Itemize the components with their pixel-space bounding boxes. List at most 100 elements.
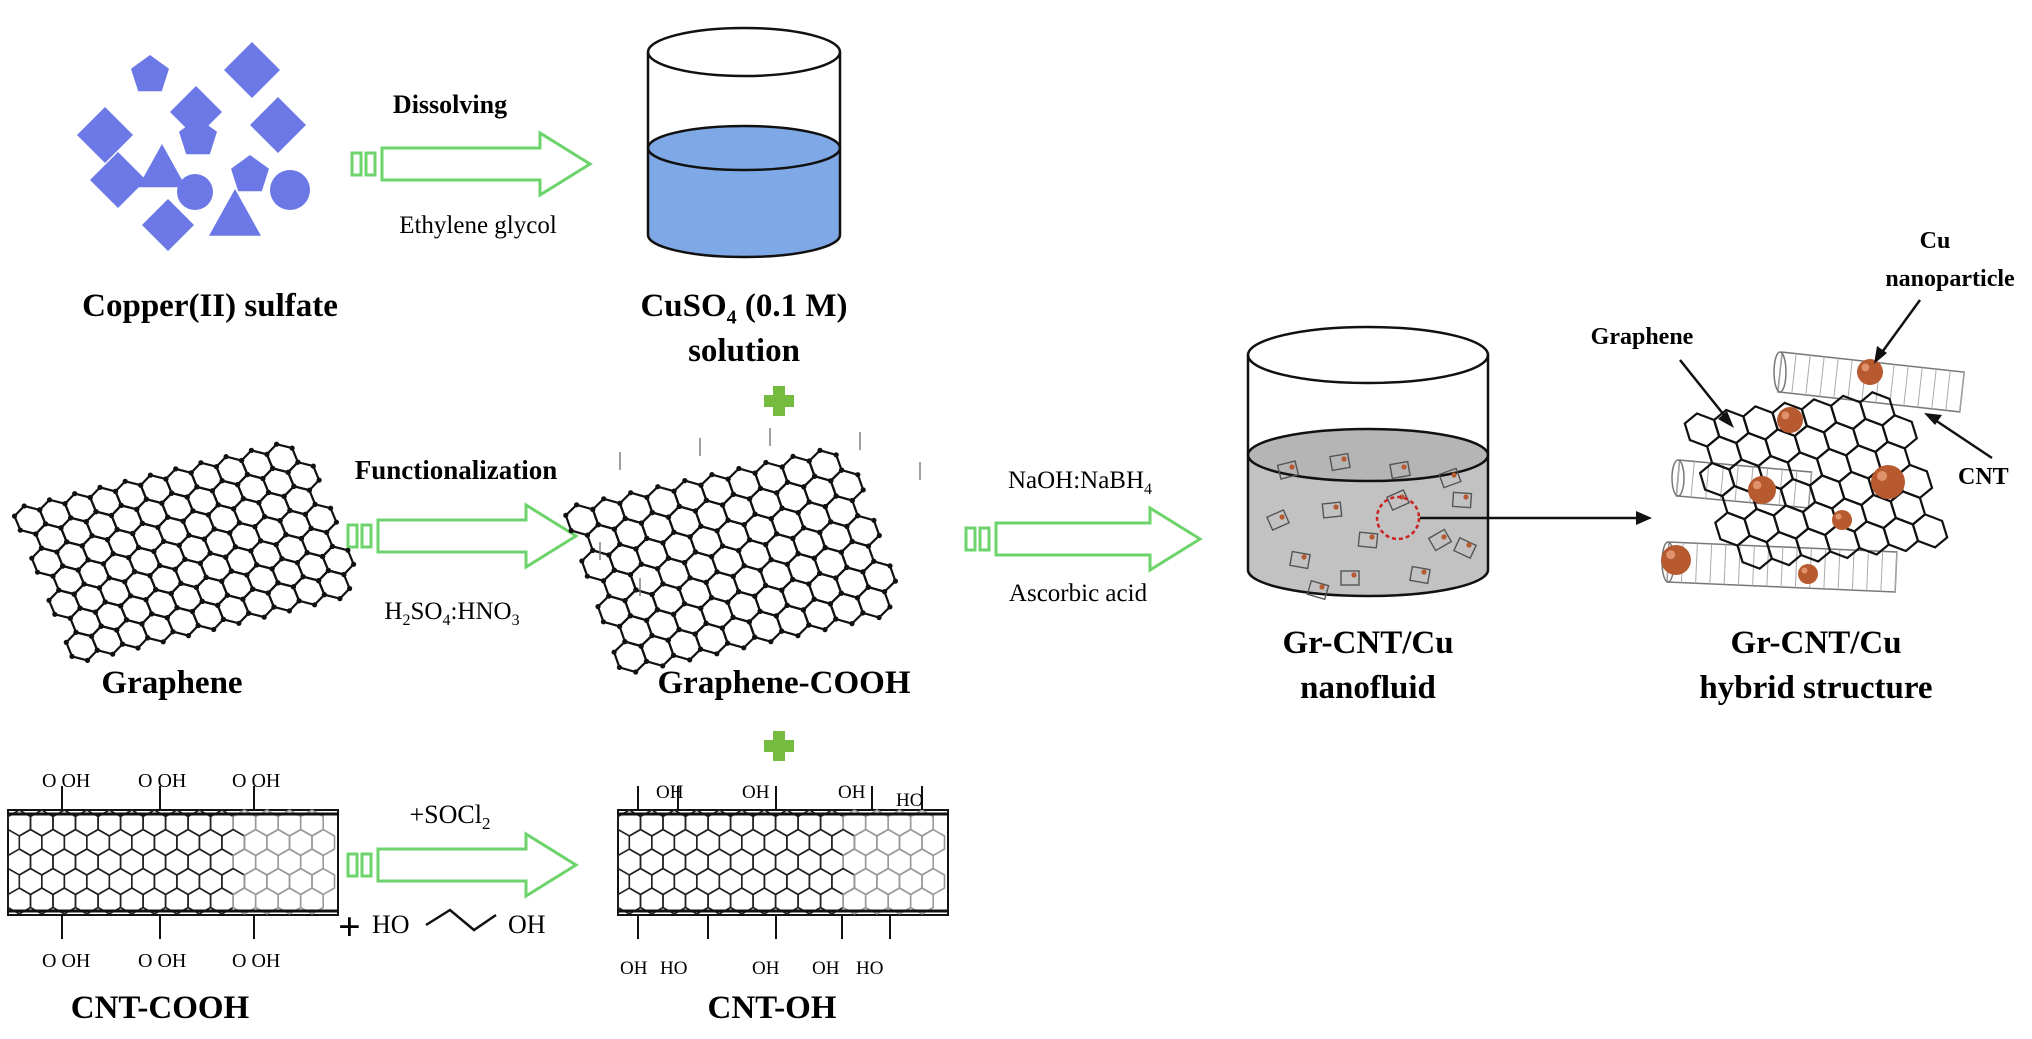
hybrid-cnt-line [1807,472,1813,508]
nanofluid-particle [1409,565,1431,585]
carbon-atom [730,614,736,621]
carbon-atom [660,581,666,587]
graphene-callout-label: Graphene [1590,324,1694,350]
crystal-diamond [142,199,194,251]
carbon-atom [81,581,87,587]
hybrid-cnt-line [1734,465,1739,502]
carbon-atom [627,613,634,619]
carbon-atom [725,517,731,523]
carbon-atom [563,512,569,519]
carbon-atom [595,604,601,610]
carbon-atom [795,551,801,557]
carbon-atom [213,464,219,470]
cu-nanoparticle [1857,359,1883,385]
carbon-atom [757,608,763,614]
carbon-atom [304,550,310,556]
nanofluid-cu-dot [1289,464,1295,470]
carbon-atom [687,534,693,540]
carbon-atom [252,524,258,530]
carbon-atom [93,509,99,515]
functionalization-label: Functionalization [354,455,558,485]
carbon-atom [308,525,314,532]
cu-highlight [1801,567,1808,574]
carbon-atom [231,506,237,512]
carbon-atom [698,646,704,652]
carbon-atom [860,487,866,493]
carbon-atom [174,605,180,611]
carbon-atom [127,593,134,599]
carbon-atom [110,651,116,657]
hybrid-cnt-line [1866,550,1869,591]
carbon-atom [709,554,715,560]
carbon-atom [655,484,661,490]
cnt-callout-arrow [1931,416,1993,460]
carbon-atom [139,621,145,627]
carbon-atom [236,620,242,626]
carbon-atom [256,500,262,506]
carbon-atom [77,605,83,611]
carbon-atom [321,592,327,598]
carbon-atom [185,633,192,639]
carbon-atom [316,477,322,483]
carbon-atom [811,555,817,561]
hybrid-cnt-line [1793,470,1798,507]
hybrid-cnt-line [1709,543,1713,584]
carbon-atom [649,632,655,639]
carbon-atom [779,505,785,511]
carbon-atom [114,526,120,533]
nanofluid-particle [1427,528,1453,552]
carbon-atom [600,578,607,584]
nanofluid-particle [1452,536,1478,560]
cnt-cooh-tube [7,786,339,939]
crystal-pentagon [131,55,169,92]
carbon-atom [703,579,709,586]
carbon-atom [97,484,103,490]
carbon-atom [779,587,785,593]
carbon-atom [692,549,699,555]
carbon-atom [211,626,217,633]
oh-group-label: OH [742,782,770,803]
carbon-atom [757,567,763,573]
carbon-atom [84,657,91,664]
nanofluid-particle [1289,550,1311,570]
carbon-atom [104,537,111,543]
carbon-atom [671,529,677,535]
carbon-atom [89,533,95,539]
carbon-atom [698,605,704,611]
nanofluid-cu-dot [1279,514,1285,520]
carbon-atom [844,564,850,571]
carbon-atom [773,613,780,619]
carbon-atom [611,649,617,655]
graphene-callout-head [1718,411,1734,428]
carbon-atom [220,616,226,623]
hybrid-cnt-end [1773,351,1787,393]
ho-group-label: HO [856,958,884,979]
carbon-atom [207,550,213,556]
nanofluid-particle [1306,579,1330,601]
nanofluid-cu-dot [1421,569,1427,575]
cnt-callout-label: CNT [1958,464,2009,490]
carbon-atom [828,478,834,484]
carbon-atom [180,518,186,524]
carbon-atom [860,610,866,616]
carbon-atom [752,634,758,640]
carbon-atom [56,587,62,593]
cnt-callout-head [1924,413,1942,425]
carbon-atom [312,602,318,608]
hybrid-cnt-line [1833,358,1839,399]
hybrid-cnt-line [1847,359,1853,400]
carbon-atom [197,560,203,566]
carbon-atom [130,530,136,537]
carbon-atom [211,526,217,532]
carbon-atom [201,536,207,542]
carbon-atom [143,597,149,603]
carbon-atom [123,617,130,623]
hybrid-cnt-line [1791,353,1797,394]
carbon-atom [258,538,264,544]
crystal-pentagon [179,118,217,155]
carbon-atom [719,625,725,631]
cu-callout-arrow [1878,299,1922,356]
carbon-atom [147,573,153,579]
carbon-atom [795,509,801,516]
cu-nanoparticle [1748,476,1776,504]
